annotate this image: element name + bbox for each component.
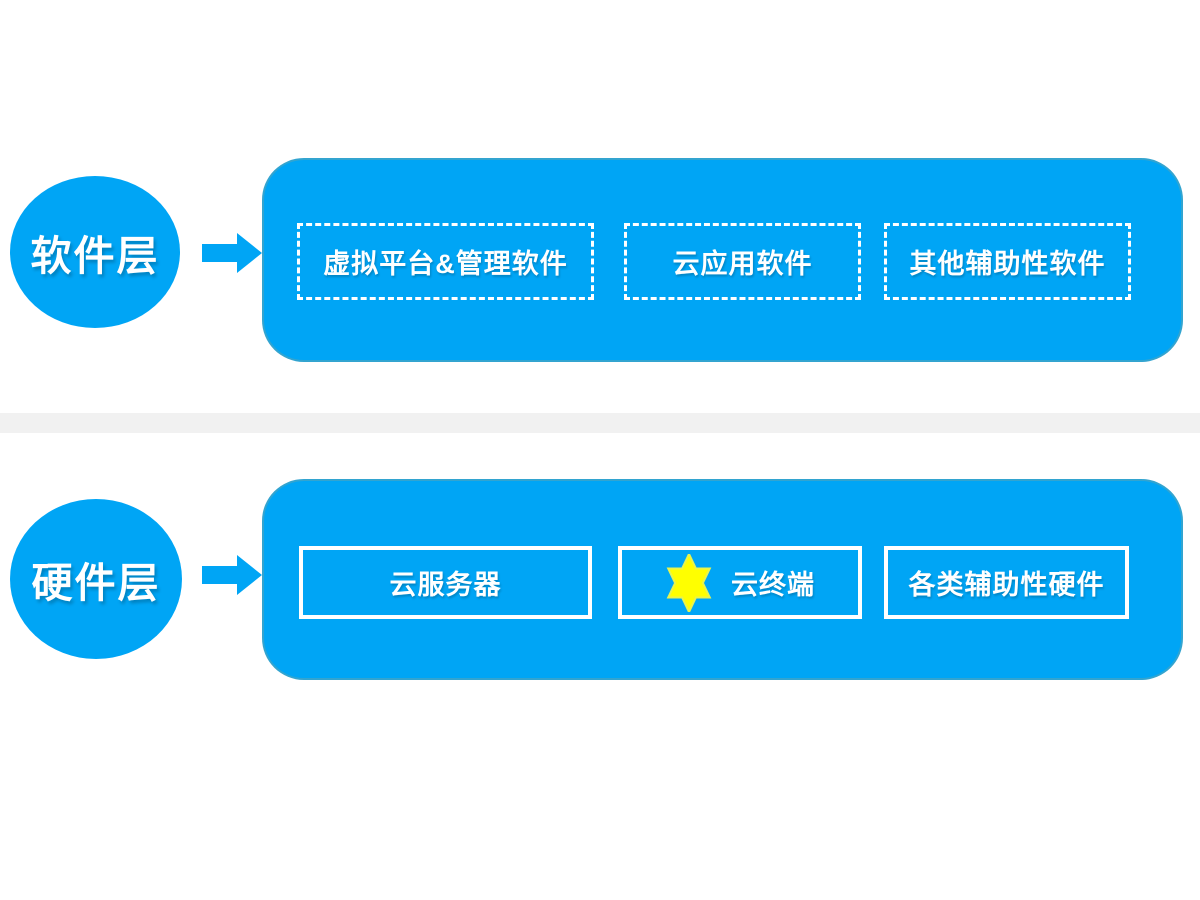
node-auxiliary-hardware: 各类辅助性硬件	[884, 546, 1129, 619]
software-layer-label: 软件层	[30, 233, 160, 279]
node-label: 云应用软件	[672, 249, 813, 279]
arrow-right-icon	[202, 233, 262, 273]
divider-band	[0, 413, 1200, 433]
node-cloud-server: 云服务器	[299, 546, 592, 619]
node-other-auxiliary-software: 其他辅助性软件	[884, 223, 1131, 300]
software-panel: 虚拟平台&管理软件 云应用软件 其他辅助性软件	[262, 158, 1183, 362]
hardware-layer-label: 硬件层	[31, 560, 161, 606]
node-cloud-application-software: 云应用软件	[624, 223, 861, 300]
node-virtual-platform-software: 虚拟平台&管理软件	[297, 223, 594, 300]
node-label: 云服务器	[389, 570, 502, 600]
software-layer-circle: 软件层	[10, 176, 180, 328]
node-label: 云终端	[731, 570, 815, 600]
arrow-right-icon	[202, 555, 262, 595]
hardware-layer-circle: 硬件层	[10, 499, 182, 659]
node-label: 各类辅助性硬件	[908, 570, 1105, 600]
star-icon	[666, 553, 712, 612]
hardware-panel: 云服务器 云终端 各类辅助性硬件	[262, 479, 1183, 680]
node-cloud-terminal: 云终端	[618, 546, 862, 619]
node-label: 其他辅助性软件	[909, 249, 1106, 279]
node-label: 虚拟平台&管理软件	[323, 249, 568, 279]
